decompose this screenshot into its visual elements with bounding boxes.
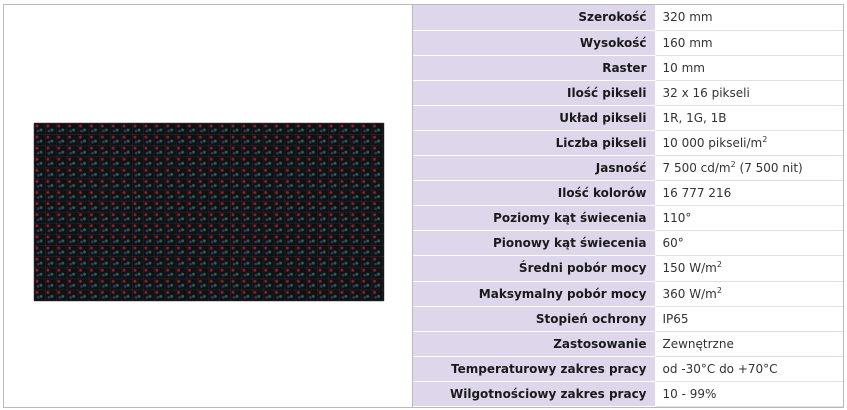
spec-row: Raster 10 mm <box>413 55 843 81</box>
spec-value-cell: 160 mm <box>655 30 843 56</box>
spec-label: Wysokość <box>413 30 656 56</box>
spec-label: Poziomy kąt świecenia <box>413 205 656 232</box>
spec-value: 10 000 pikseli/m <box>662 136 763 151</box>
spec-value-cell: 10 000 pikseli/m2 <box>655 130 843 157</box>
spec-label: Układ pikseli <box>413 105 656 131</box>
spec-row: Ilość kolorów 16 777 216 <box>413 180 843 207</box>
spec-value-cell: 10 mm <box>655 55 843 81</box>
spec-label: Raster <box>413 55 656 81</box>
spec-label: Wilgotnościowy zakres pracy <box>413 381 656 408</box>
led-module-image <box>34 123 384 301</box>
spec-label: Średni pobór mocy <box>413 255 656 282</box>
spec-value-cell: 320 mm <box>655 5 843 31</box>
spec-value: IP65 <box>662 311 689 326</box>
spec-value-cell: IP65 <box>655 306 843 332</box>
spec-value-superscript: 2 <box>716 285 722 295</box>
spec-row: Pionowy kąt świecenia 60° <box>413 230 843 257</box>
spec-row: Poziomy kąt świecenia 110° <box>413 205 843 232</box>
spec-label: Stopień ochrony <box>413 306 656 332</box>
spec-value-cell: 60° <box>655 230 843 257</box>
spec-label: Maksymalny pobór mocy <box>413 281 656 307</box>
spec-value: Zewnętrzne <box>662 336 734 351</box>
spec-label: Temperaturowy zakres pracy <box>413 356 656 382</box>
spec-value-cell: 1R, 1G, 1B <box>655 105 843 131</box>
spec-label: Szerokość <box>413 5 656 31</box>
spec-value: 10 - 99% <box>662 386 717 401</box>
spec-value: 160 mm <box>662 35 713 50</box>
spec-value: 150 W/m <box>662 261 717 276</box>
spec-row: Temperaturowy zakres pracy od -30°C do +7… <box>413 356 843 382</box>
spec-value-cell: 16 777 216 <box>655 180 843 207</box>
spec-value-suffix: (7 500 nit) <box>735 161 803 176</box>
spec-value-cell: 110° <box>655 205 843 232</box>
spec-value: 60° <box>662 236 684 251</box>
spec-label: Ilość kolorów <box>413 180 656 207</box>
spec-value-cell: od -30°C do +70°C <box>655 356 843 382</box>
spec-label: Zastosowanie <box>413 331 656 357</box>
spec-value: 10 mm <box>662 60 705 75</box>
spec-row: Wilgotnościowy zakres pracy 10 - 99% <box>413 381 843 408</box>
specification-table-body: Szerokość 320 mm Wysokość 160 mm Raster 10 mm… <box>413 5 843 408</box>
spec-value-superscript: 2 <box>762 135 768 145</box>
spec-value-cell: 360 W/m2 <box>655 281 843 307</box>
spec-label: Ilość pikseli <box>413 80 656 106</box>
spec-row: Ilość pikseli 32 x 16 pikseli <box>413 80 843 106</box>
specification-table: Szerokość 320 mm Wysokość 160 mm Raster 10 mm… <box>413 5 843 408</box>
spec-value: 110° <box>662 211 692 226</box>
spec-row: Szerokość 320 mm <box>413 5 843 31</box>
spec-value-cell: Zewnętrzne <box>655 331 843 357</box>
spec-value-cell: 32 x 16 pikseli <box>655 80 843 106</box>
product-image-cell <box>4 5 413 407</box>
spec-row: Układ pikseli 1R, 1G, 1B <box>413 105 843 131</box>
spec-value: 16 777 216 <box>662 186 732 201</box>
spec-value: 360 W/m <box>662 286 717 301</box>
spec-value-cell: 10 - 99% <box>655 381 843 408</box>
spec-label: Jasność <box>413 155 656 182</box>
spec-label: Liczba pikseli <box>413 130 656 157</box>
spec-value: od -30°C do +70°C <box>662 361 778 376</box>
spec-value: 32 x 16 pikseli <box>662 85 750 100</box>
spec-label: Pionowy kąt świecenia <box>413 230 656 257</box>
spec-value-superscript: 2 <box>730 160 736 170</box>
spec-value: 1R, 1G, 1B <box>662 110 727 125</box>
spec-value: 320 mm <box>662 10 713 25</box>
spec-row: Stopień ochrony IP65 <box>413 306 843 332</box>
spec-row: Zastosowanie Zewnętrzne <box>413 331 843 357</box>
spec-value-superscript: 2 <box>716 260 722 270</box>
spec-value: 7 500 cd/m <box>662 161 731 176</box>
spec-row: Wysokość 160 mm <box>413 30 843 56</box>
spec-value-cell: 150 W/m2 <box>655 255 843 282</box>
product-spec-frame: Szerokość 320 mm Wysokość 160 mm Raster 10 mm… <box>3 4 844 408</box>
spec-value-cell: 7 500 cd/m2 (7 500 nit) <box>655 155 843 182</box>
